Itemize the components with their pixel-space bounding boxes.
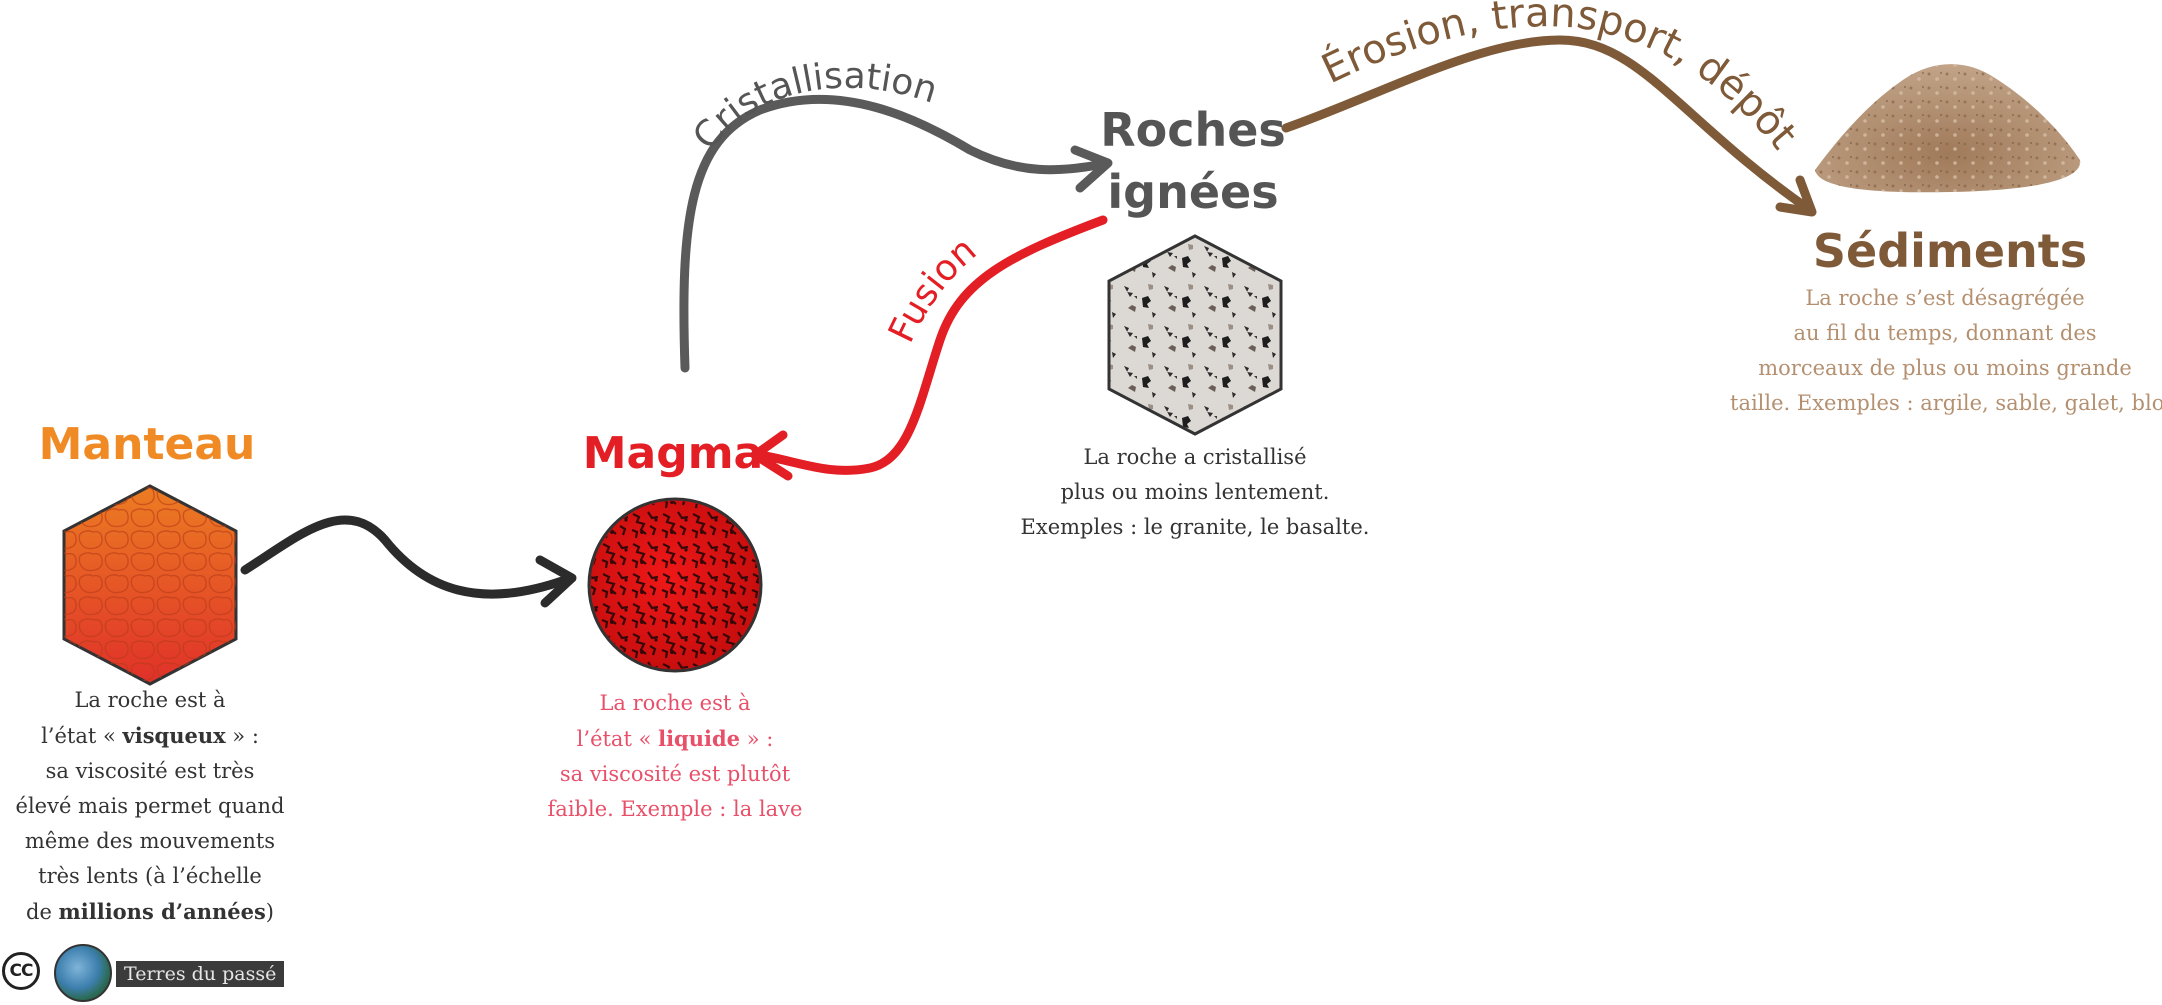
erosion-label: Érosion, transport, dépôt: [1314, 0, 1806, 158]
manteau-to-magma-arrow: [240, 515, 570, 599]
description-line: l’état « visqueux » :: [41, 723, 259, 748]
cristallisation-arrow: [679, 94, 1109, 373]
description-line: élevé mais permet quand: [15, 794, 285, 818]
description-line: sa viscosité est très: [45, 759, 255, 783]
ignees-title-line2: ignées: [1107, 165, 1278, 219]
cristallisation-arrowhead: [1070, 145, 1113, 193]
description-line: La roche a cristallisé: [1083, 445, 1307, 469]
fusion-arrow: [755, 215, 1108, 475]
emphasis-text: millions d’années: [58, 899, 266, 924]
cristallisation-label: Cristallisation: [685, 56, 942, 158]
description-line: Exemples : le granite, le basalte.: [1020, 515, 1370, 539]
credit-badge: CC Terres du passé: [0, 944, 290, 1002]
emphasis-text: liquide: [658, 726, 741, 751]
description-line: morceaux de plus ou moins grande: [1758, 356, 2132, 380]
credit-label: Terres du passé: [116, 961, 285, 987]
cc-license-icon: CC: [2, 952, 40, 990]
erosion-arrowhead: [1775, 175, 1817, 217]
ignees-title-line1: Roches: [1100, 103, 1286, 157]
description-line: de millions d’années): [26, 899, 274, 924]
description-line: La roche est à: [599, 691, 751, 715]
manteau-title: Manteau: [39, 419, 256, 470]
sediments-title: Sédiments: [1813, 224, 2087, 278]
manteau-to-magma-arrowhead: [535, 555, 577, 608]
description-line: La roche s’est désagrégée: [1805, 286, 2085, 310]
description-line: taille. Exemples : argile, sable, galet,…: [1730, 391, 2162, 415]
magma-description: La roche est à l’état « liquide » : sa vis…: [525, 686, 825, 827]
sediments-description: La roche s’est désagrégée au fil du temps…: [1730, 281, 2162, 421]
granite-hexagon: [1107, 234, 1283, 436]
manteau-description: La roche est à l’état « visqueux » : sa vi…: [0, 683, 300, 930]
magma-circle: [587, 497, 763, 673]
sediment-pile: [1815, 64, 2081, 193]
fusion-arrowhead: [750, 430, 793, 481]
ignees-description: La roche a cristallisé plus ou moins lent…: [1010, 440, 1380, 545]
globe-icon: [54, 944, 112, 1002]
manteau-hexagon: [62, 484, 238, 686]
description-line: très lents (à l’échelle: [38, 864, 262, 888]
description-line: sa viscosité est plutôt: [559, 762, 791, 786]
description-line: La roche est à: [74, 688, 226, 712]
description-line: au fil du temps, donnant des: [1793, 321, 2097, 345]
description-line: l’état « liquide » :: [576, 726, 774, 751]
description-line: faible. Exemple : la lave: [547, 797, 803, 821]
description-line: même des mouvements: [24, 829, 276, 853]
erosion-arrow: [1281, 35, 1815, 215]
magma-title: Magma: [583, 428, 764, 479]
emphasis-text: visqueux: [122, 723, 226, 748]
description-line: plus ou moins lentement.: [1060, 480, 1330, 504]
